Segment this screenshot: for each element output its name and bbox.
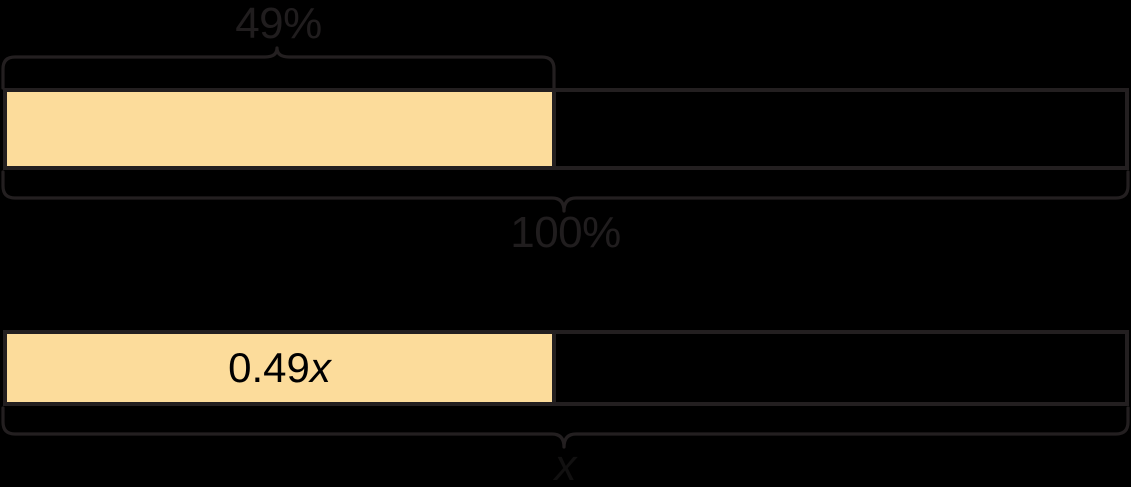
percent-bar-outline — [3, 88, 1129, 170]
percent-bar-fill — [7, 92, 556, 166]
label-0-49x-variable: x — [309, 344, 331, 391]
label-0-49x-number: 0.49 — [228, 344, 310, 391]
brace-100-percent — [0, 170, 1131, 216]
label-49-percent: 49% — [235, 0, 322, 48]
label-x-total: x — [554, 441, 577, 487]
brace-x-total — [0, 406, 1131, 452]
brace-49-percent — [0, 46, 557, 90]
label-100-percent: 100% — [510, 208, 621, 257]
